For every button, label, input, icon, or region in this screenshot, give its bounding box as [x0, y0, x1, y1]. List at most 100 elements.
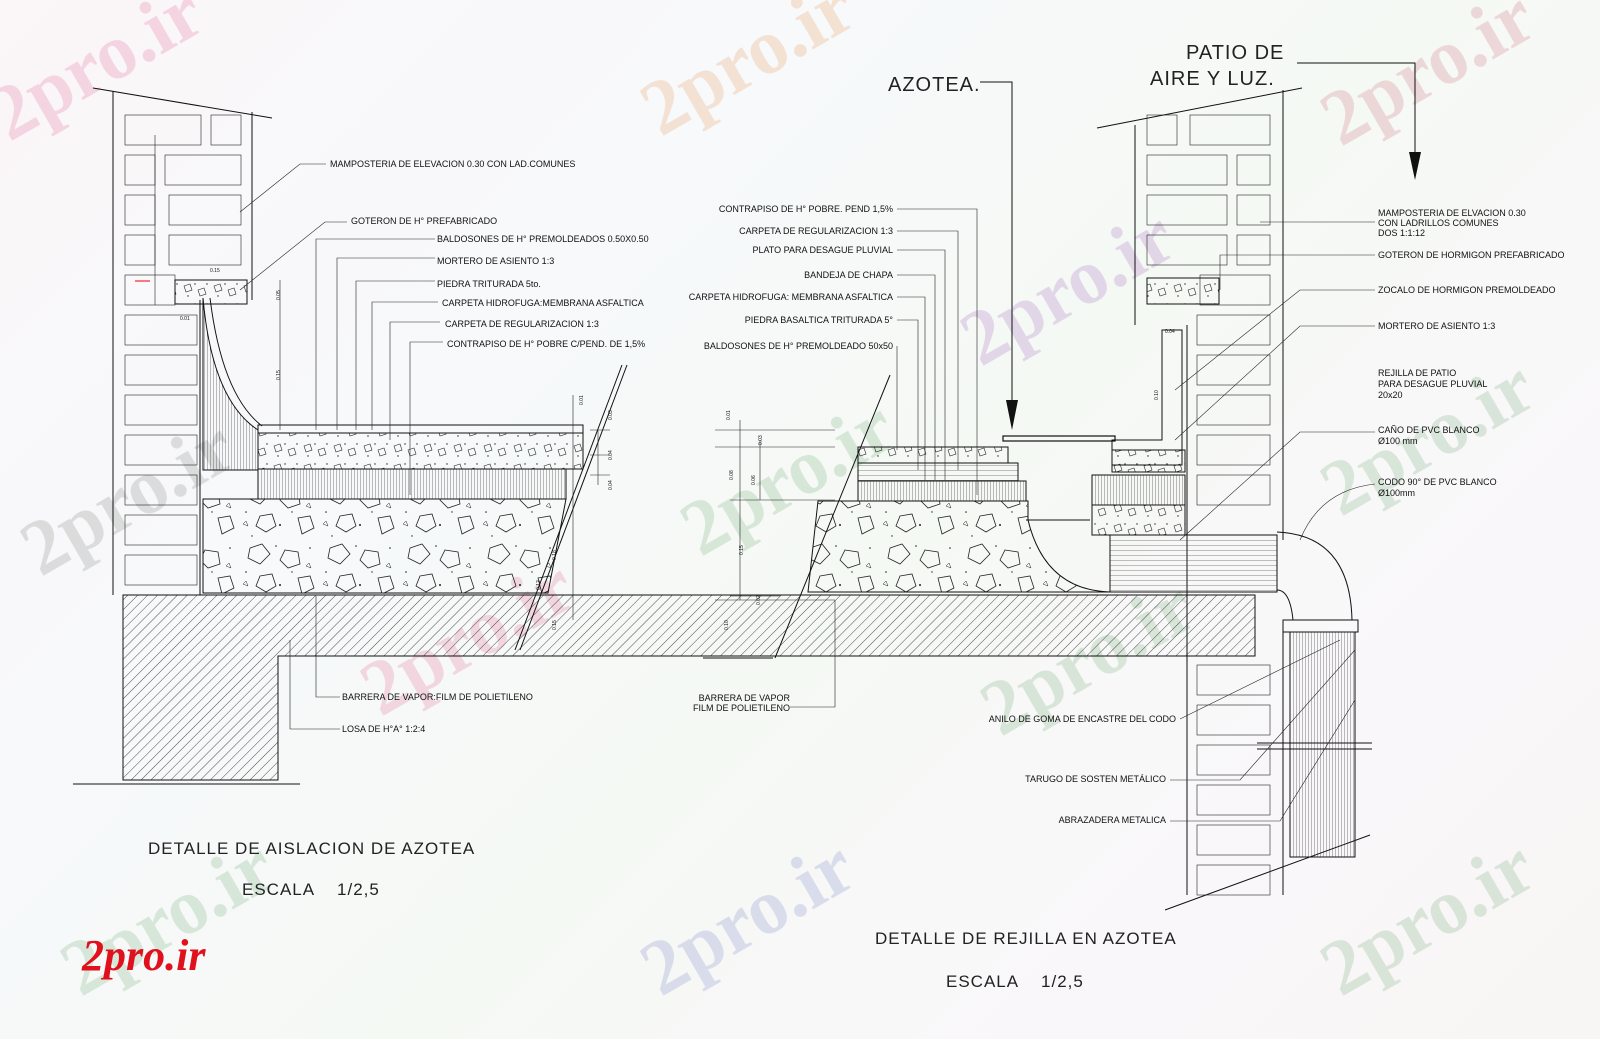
pvc-pipe-vertical: [1289, 631, 1356, 858]
svg-text:0.01: 0.01: [180, 316, 190, 322]
left-detail-title: DETALLE DE AISLACION DE AZOTEA: [148, 839, 475, 858]
label-baldosones: BALDOSONES DE H° PREMOLDEADOS 0.50X0.50: [437, 234, 649, 244]
left-detail: 0.150.05 0.150.01 0.030.04 0.040.18 0.12…: [73, 87, 1256, 899]
wall-cap-line: [1096, 87, 1303, 129]
label-contrapiso: CONTRAPISO DE H° POBRE. PEND 1,5%: [719, 204, 893, 214]
tile-layer: [857, 446, 1009, 464]
goteron-block: [174, 279, 248, 305]
label-mortero: MORTERO DE ASIENTO 1:3: [437, 256, 554, 266]
svg-text:0.03: 0.03: [758, 435, 764, 445]
patio-leader: [1297, 62, 1416, 155]
left-detail-scale: ESCALA 1/2,5: [242, 880, 380, 899]
label-carpeta-hidrofuga: CARPETA HIDROFUGA: MEMBRANA ASFALTICA: [689, 292, 893, 302]
svg-text:0.08: 0.08: [729, 470, 735, 480]
brand-logo[interactable]: 2pro.ir: [81, 931, 206, 980]
leader-lines: [1170, 221, 1376, 822]
azotea-arrow: [1006, 400, 1018, 430]
membrane-layer: [257, 468, 567, 500]
label-rejilla-1: REJILLA DE PATIO: [1378, 368, 1456, 378]
svg-text:0.01: 0.01: [726, 410, 732, 420]
break-line: [774, 374, 891, 659]
svg-text:0.04: 0.04: [1165, 329, 1175, 335]
label-rejilla-2: PARA DESAGUE PLUVIAL: [1378, 379, 1487, 389]
label-cano-2: Ø100 mm: [1378, 436, 1418, 446]
break-line: [519, 364, 628, 651]
dimension-lines: [279, 280, 610, 620]
label-piedra: PIEDRA TRITURADA 5to.: [437, 279, 541, 289]
label-azotea: AZOTEA.: [888, 74, 981, 96]
dimension-lines: [715, 420, 835, 601]
svg-text:0.18: 0.18: [552, 550, 558, 560]
svg-text:0.04: 0.04: [608, 450, 614, 460]
label-piedra-basaltica: PIEDRA BASALTICA TRITURADA 5°: [745, 315, 894, 325]
rejilla-grate: [1002, 435, 1116, 442]
svg-text:0.03: 0.03: [608, 410, 614, 420]
label-losa: LOSA DE H°A° 1:2:4: [342, 724, 425, 734]
break-line: [514, 364, 623, 651]
pvc-elbow: [1276, 589, 1294, 621]
label-zocalo: ZOCALO DE HORMIGON PREMOLDEADO: [1378, 285, 1556, 295]
dimension-texts: 0.01 0.03 0.08 0.06 0.15 0.02 0.10 0.04 …: [724, 329, 1175, 630]
label-rejilla-3: 20x20: [1378, 390, 1403, 400]
label-patio-1: PATIO DE: [1186, 42, 1284, 64]
label-anilo: ANILO DE GOMA DE ENCASTRE DEL CODO: [989, 714, 1176, 724]
gravel-layer: [807, 500, 1111, 593]
leader-lines: [239, 163, 443, 730]
svg-text:0.01: 0.01: [579, 395, 585, 405]
brick-courses: [124, 114, 242, 586]
watermark-text: 2pro.ir: [0, 0, 217, 157]
membrane-upturn: [1091, 474, 1186, 506]
svg-text:0.02: 0.02: [756, 595, 762, 605]
label-mamposteria-2: CON LADRILLOS COMUNES: [1378, 218, 1499, 228]
zocalo: [1111, 329, 1183, 466]
membrane-line: [209, 297, 263, 427]
svg-text:0.05: 0.05: [276, 290, 282, 300]
watermark-text: 2pro.ir: [626, 822, 869, 1013]
label-goteron: GOTERON DE HORMIGON PREFABRICADO: [1378, 250, 1565, 260]
svg-text:0.15: 0.15: [739, 545, 745, 555]
tile-layer: [257, 424, 584, 434]
break-line: [1164, 834, 1371, 911]
label-codo-2: Ø100mm: [1378, 488, 1415, 498]
label-baldosones: BALDOSONES DE H° PREMOLDEADO 50x50: [704, 341, 893, 351]
label-mamposteria-1: MAMPOSTERIA DE ELVACION 0.30: [1378, 208, 1526, 218]
label-mamposteria: MAMPOSTERIA DE ELEVACION 0.30 CON LAD.CO…: [330, 159, 575, 169]
leader-lines: [790, 208, 978, 708]
right-detail-title: DETALLE DE REJILLA EN AZOTEA: [875, 929, 1177, 948]
label-patio-2: AIRE Y LUZ.: [1150, 68, 1275, 90]
wall-cap-line: [92, 87, 273, 119]
svg-text:0.10: 0.10: [724, 620, 730, 630]
zocalo-mortar: [1111, 449, 1186, 473]
right-detail: 0.01 0.03 0.08 0.06 0.15 0.02 0.10 0.04 …: [689, 42, 1565, 991]
membrane-upturn: [202, 297, 259, 471]
patio-arrow: [1409, 152, 1421, 180]
tray-layer: [857, 462, 1019, 482]
mortar-layer: [257, 432, 584, 470]
label-barrera-2: FILM DE POLIETILENO: [693, 703, 790, 713]
label-tarugo: TARUGO DE SOSTEN METÁLICO: [1025, 774, 1166, 784]
label-barrera-1: BARRERA DE VAPOR: [699, 693, 791, 703]
label-goteron: GOTERON DE H° PREFABRICADO: [351, 216, 497, 226]
svg-text:0.15: 0.15: [276, 370, 282, 380]
right-detail-scale: ESCALA 1/2,5: [946, 972, 1084, 991]
label-mamposteria-3: DOS 1:1:12: [1378, 228, 1425, 238]
svg-text:0.04: 0.04: [608, 480, 614, 490]
mortar-block: [1091, 504, 1186, 536]
label-bandeja: BANDEJA DE CHAPA: [804, 270, 893, 280]
dimension-texts: 0.150.05 0.150.01 0.030.04 0.040.18 0.12…: [180, 268, 614, 630]
brick-courses: [1146, 114, 1271, 896]
watermark-text: 2pro.ir: [1306, 0, 1549, 162]
svg-text:0.06: 0.06: [751, 475, 757, 485]
label-carpeta-regularizacion: CARPETA DE REGULARIZACION 1:3: [445, 319, 599, 329]
svg-text:0.15: 0.15: [210, 268, 220, 274]
label-plato-desague: PLATO PARA DESAGUE PLUVIAL: [752, 245, 893, 255]
azotea-leader: [980, 81, 1013, 405]
pvc-elbow: [1276, 531, 1353, 621]
watermark-text: 2pro.ir: [626, 0, 869, 152]
label-cano-1: CAÑO DE PVC BLANCO: [1378, 425, 1480, 435]
svg-text:0.10: 0.10: [1154, 390, 1160, 400]
label-abrazadera: ABRAZADERA METALICA: [1059, 815, 1166, 825]
gravel-layer: [202, 498, 567, 594]
